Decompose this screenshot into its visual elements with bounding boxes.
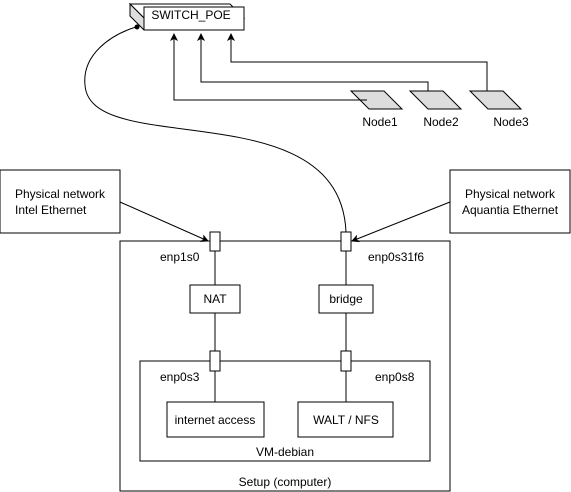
node-1: Node1 <box>349 90 404 129</box>
internal-links <box>214 251 347 402</box>
enp0s3-port <box>209 350 221 372</box>
physical-network-aquantia-line1: Physical network <box>465 187 556 201</box>
node-3: Node3 <box>468 90 529 129</box>
node-2-shape <box>408 90 463 110</box>
enp1s0-port <box>209 231 221 252</box>
enp0s31f6-label: enp0s31f6 <box>368 250 424 264</box>
enp0s8-label: enp0s8 <box>375 370 415 384</box>
bridge-label: bridge <box>329 292 363 306</box>
enp1s0-label: enp1s0 <box>160 250 200 264</box>
aquantia-to-enp0s31f6-arrow <box>351 201 451 243</box>
nat-box-shape <box>189 284 241 314</box>
node-connections <box>170 33 488 101</box>
setup-computer-label: Setup (computer) <box>239 475 332 489</box>
walt-nfs-label: WALT / NFS <box>313 413 379 427</box>
physical-network-intel-box <box>0 169 121 234</box>
walt-nfs-box-shape <box>297 401 394 438</box>
node-2: Node2 <box>408 90 463 129</box>
node-1-shape <box>349 90 404 110</box>
switch-uplink-connector <box>134 24 140 30</box>
physical-network-intel: Physical network Intel Ethernet <box>0 169 121 234</box>
enp0s31f6-port <box>340 231 352 252</box>
bridge-box-shape <box>318 284 374 314</box>
physical-network-aquantia-box <box>449 169 571 234</box>
switch-poe: SWITCH_POE <box>128 2 246 31</box>
internet-access-label: internet access <box>175 413 256 427</box>
physical-network-intel-line2: Intel Ethernet <box>15 203 87 217</box>
vm-debian: VM-debian enp0s3 enp0s8 <box>139 360 431 462</box>
bridge-box: bridge <box>318 284 374 314</box>
physical-network-aquantia-line2: Aquantia Ethernet <box>462 203 559 217</box>
internet-access-box: internet access <box>166 401 265 438</box>
node-3-shape <box>468 90 523 110</box>
switch-uplink-cable <box>84 26 347 233</box>
enp0s8-port <box>340 350 352 372</box>
enp0s3-label: enp0s3 <box>160 370 200 384</box>
switch-poe-label: SWITCH_POE <box>151 8 230 22</box>
node-1-label: Node1 <box>362 115 398 129</box>
node-1-link <box>170 33 367 101</box>
nat-box: NAT <box>189 284 241 314</box>
physical-network-aquantia: Physical network Aquantia Ethernet <box>449 169 571 234</box>
vm-debian-label: VM-debian <box>256 445 314 459</box>
nat-label: NAT <box>203 292 227 306</box>
node-2-link <box>197 33 429 91</box>
walt-nfs-box: WALT / NFS <box>297 401 394 438</box>
node-3-link <box>227 33 488 91</box>
node-3-label: Node3 <box>493 115 529 129</box>
vm-debian-box <box>139 360 431 462</box>
physical-network-intel-line1: Physical network <box>15 187 106 201</box>
internet-access-box-shape <box>166 401 265 438</box>
intel-to-enp1s0-arrow <box>119 201 209 242</box>
switch-poe-front-face <box>143 6 245 31</box>
setup-computer-box <box>119 240 451 492</box>
node-2-label: Node2 <box>423 115 459 129</box>
setup-computer: Setup (computer) enp1s0 enp0s31f6 <box>119 240 451 492</box>
